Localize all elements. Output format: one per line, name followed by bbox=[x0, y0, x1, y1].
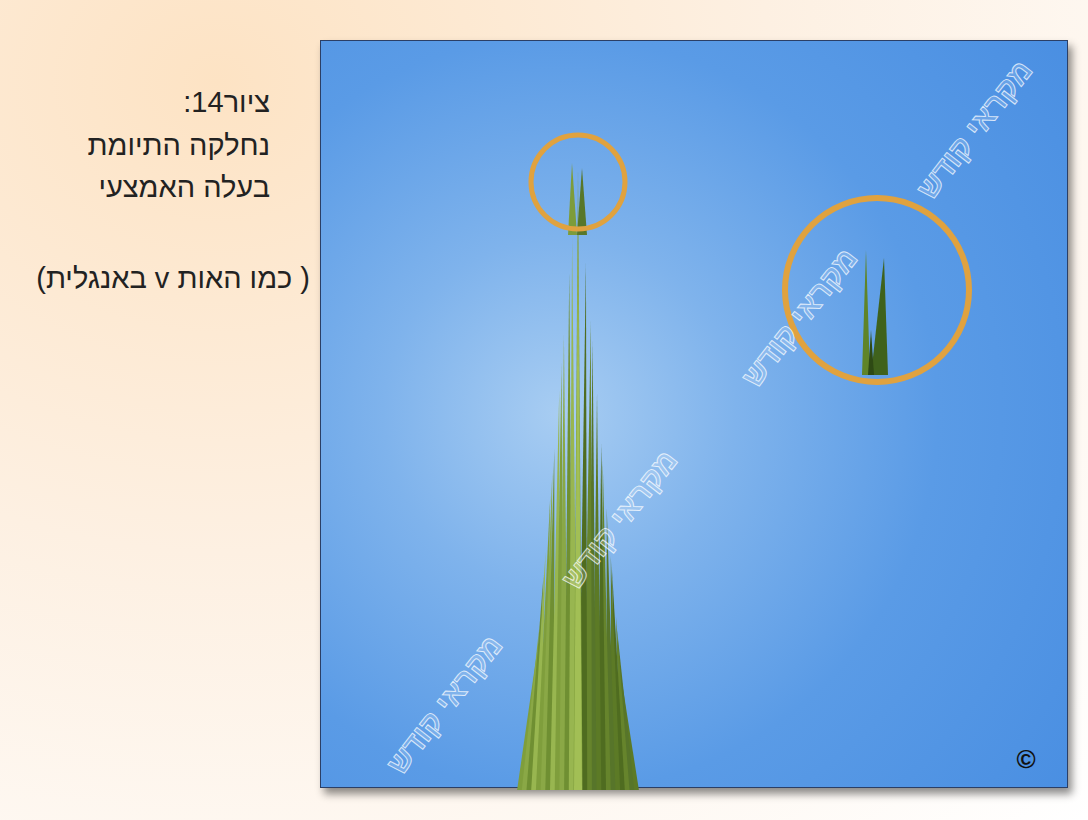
highlight-circle bbox=[531, 135, 625, 229]
leaf-blade bbox=[574, 168, 583, 790]
caption-note: ( כמו האות v באנגלית) bbox=[36, 262, 310, 295]
inset-prong-left bbox=[862, 250, 870, 375]
watermark: מקראי קודש bbox=[380, 629, 510, 781]
inset-notch bbox=[868, 330, 874, 375]
watermark: מקראי קודש bbox=[555, 444, 685, 596]
copyright-mark: © bbox=[1016, 745, 1035, 775]
lulav-blades bbox=[517, 168, 639, 790]
inset-prong-right bbox=[871, 258, 888, 375]
figure-number: ציור14: bbox=[183, 86, 270, 119]
split-tip-right bbox=[577, 168, 587, 235]
central-spine bbox=[574, 230, 582, 790]
watermark: מקראי קודש bbox=[735, 242, 865, 394]
caption-line: בעלה האמצעי bbox=[98, 171, 270, 204]
split-tip-left bbox=[568, 163, 577, 235]
caption-line: נחלקה התיומת bbox=[88, 129, 270, 162]
watermark: מקראי קודש bbox=[910, 54, 1040, 206]
